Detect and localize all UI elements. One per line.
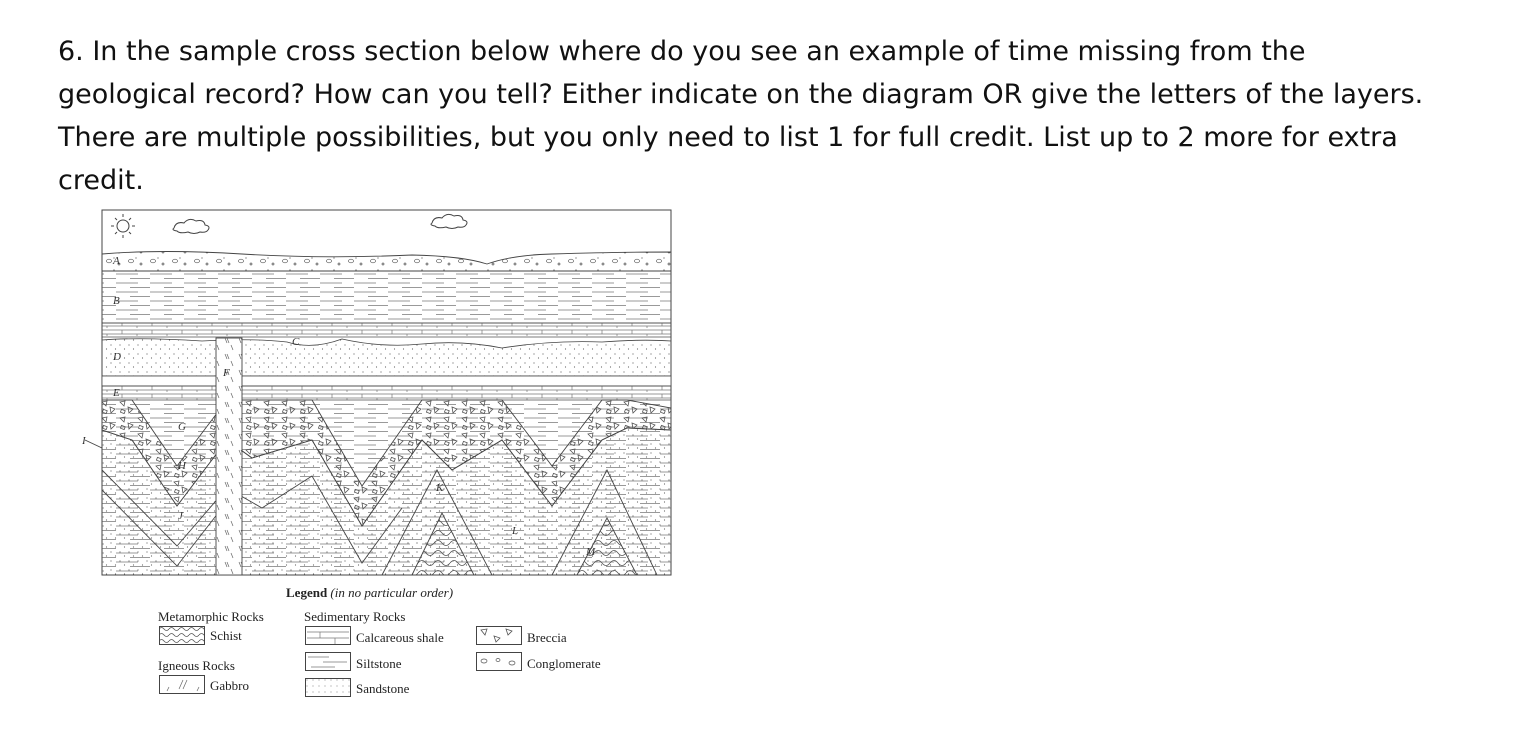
sandstone-swatch bbox=[305, 678, 351, 697]
schist-swatch bbox=[159, 626, 205, 645]
siltstone-label: Siltstone bbox=[356, 656, 402, 671]
geologic-cross-section: A B C D E F G H I J K L M bbox=[82, 209, 672, 576]
conglomerate-swatch bbox=[476, 652, 522, 671]
legend-subtitle: (in no particular order) bbox=[330, 585, 454, 600]
cloud-icon bbox=[430, 213, 468, 229]
gabbro-swatch bbox=[159, 675, 205, 694]
label-g: G bbox=[178, 421, 186, 433]
breccia-swatch bbox=[476, 626, 522, 645]
calcareous-shale-label: Calcareous shale bbox=[356, 630, 444, 645]
conglomerate-label: Conglomerate bbox=[527, 656, 601, 671]
label-j: J bbox=[178, 510, 184, 522]
label-m: M bbox=[585, 546, 596, 558]
igneous-heading: Igneous Rocks bbox=[158, 658, 235, 673]
label-c: C bbox=[292, 336, 300, 348]
calcareous-shale-swatch bbox=[305, 626, 351, 645]
label-i: I bbox=[82, 435, 87, 447]
gabbro-label: Gabbro bbox=[210, 678, 249, 693]
label-b: B bbox=[113, 295, 120, 307]
question-text: 6. In the sample cross section below whe… bbox=[58, 36, 1424, 196]
label-l: L bbox=[511, 525, 518, 537]
label-e: E bbox=[112, 387, 120, 399]
legend-title: Legend bbox=[286, 585, 328, 600]
sedimentary-heading: Sedimentary Rocks bbox=[304, 609, 406, 624]
cloud-icon bbox=[172, 218, 210, 234]
siltstone-swatch bbox=[305, 652, 351, 671]
label-a: A bbox=[112, 255, 120, 267]
breccia-label: Breccia bbox=[527, 630, 567, 645]
label-h: H bbox=[177, 460, 187, 472]
label-f: F bbox=[222, 367, 230, 379]
label-k: K bbox=[435, 482, 444, 494]
sun-icon bbox=[111, 214, 135, 238]
label-d: D bbox=[112, 351, 121, 363]
metamorphic-heading: Metamorphic Rocks bbox=[158, 609, 264, 624]
sandstone-label: Sandstone bbox=[356, 681, 410, 696]
legend: Legend (in no particular order) Metamorp… bbox=[150, 582, 630, 712]
schist-label: Schist bbox=[210, 628, 242, 643]
